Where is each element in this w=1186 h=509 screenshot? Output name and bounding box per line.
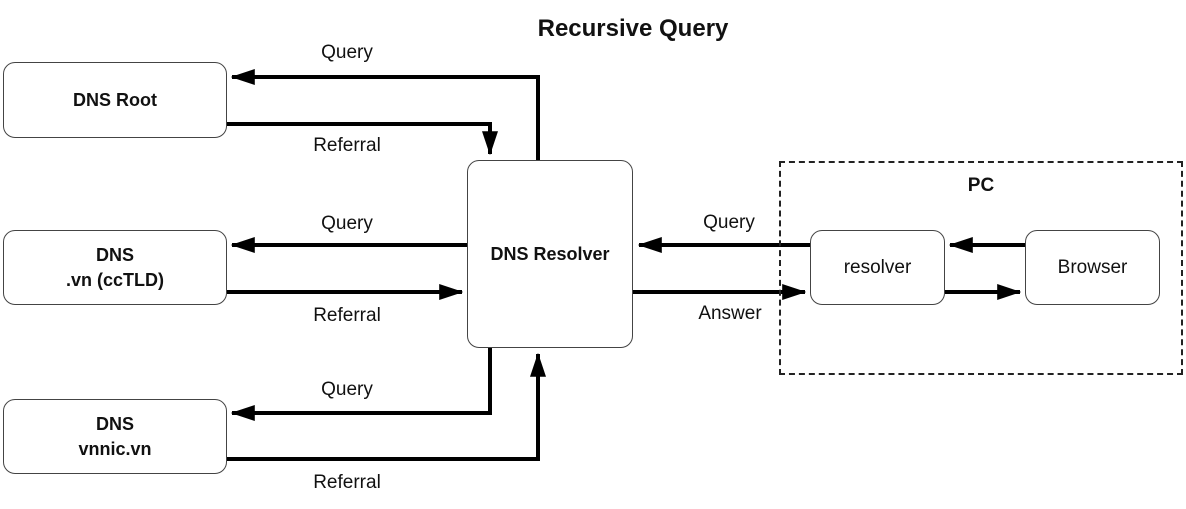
dns-cctld-label-line2: .vn (ccTLD) [65,269,164,290]
dns-vnnic-label-line1: DNS [95,414,134,435]
root-query-arrow [230,69,540,160]
cctld-referral-label: Referral [311,305,383,327]
dns-vnnic-node: DNS vnnic.vn [3,399,227,474]
cctld-query-label: Query [319,213,375,235]
pc-group-label: PC [967,175,995,196]
dns-vnnic-label-line2: vnnic.vn [78,438,152,459]
dns-resolver-label: DNS Resolver [490,243,610,264]
dns-cctld-label-line1: DNS [95,245,134,266]
dns-resolver-node: DNS Resolver [467,160,633,348]
diagram-title: Recursive Query [537,15,729,42]
browser-label: Browser [1057,256,1128,278]
vnnic-referral-arrow [227,352,546,461]
root-query-label: Query [319,42,375,64]
root-referral-label: Referral [311,135,383,157]
pc-group-box [779,161,1183,375]
resolver-label: resolver [843,256,912,278]
dns-root-node: DNS Root [3,62,227,138]
resolver-query-label: Query [701,212,757,234]
browser-node: Browser [1025,230,1160,305]
root-referral-arrow [227,122,498,156]
vnnic-query-arrow [230,348,492,421]
vnnic-referral-label: Referral [311,472,383,494]
vnnic-query-label: Query [319,379,375,401]
resolver-answer-label: Answer [696,303,764,325]
resolver-node: resolver [810,230,945,305]
dns-root-label: DNS Root [73,89,157,110]
dns-cctld-node: DNS .vn (ccTLD) [3,230,227,305]
